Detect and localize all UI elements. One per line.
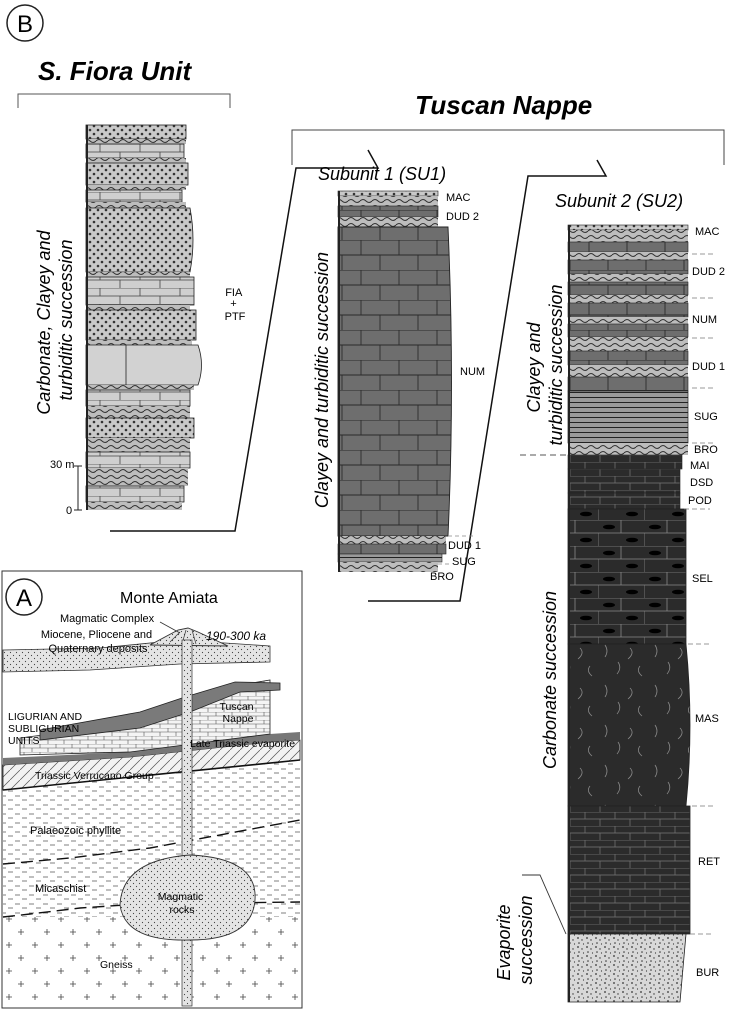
sfiora-column [85, 124, 202, 510]
su2-label-sel: SEL [692, 573, 713, 585]
su1-label-mac: MAC [446, 192, 471, 204]
su2-label-sug: SUG [694, 411, 718, 423]
magmatic-rocks-body [119, 854, 256, 941]
ligurian-line1: LIGURIAN AND [8, 711, 83, 723]
su1-label-num: NUM [460, 366, 485, 378]
label-ligurian: LIGURIAN AND SUBLIGURIAN UNITS [8, 711, 85, 747]
deposits-line2: Quaternary deposits [48, 643, 148, 655]
tuscan-line2: Nappe [223, 713, 254, 725]
sfiora-title: S. Fiora Unit [38, 56, 192, 86]
su1-side-label: Clayey and turbiditic succession [312, 252, 332, 508]
su2-evaporite-leader [522, 874, 567, 935]
deposits-line1: Miocene, Pliocene and [41, 629, 152, 641]
panel-b: B S. Fiora Unit Carbonate, Clayey and tu… [6, 4, 725, 1003]
tuscan-line1: Tuscan [220, 701, 254, 713]
su2-label-num: NUM [692, 314, 717, 326]
su1-column [337, 190, 452, 572]
su2-evaporite-line1: Evaporite [494, 904, 514, 980]
label-tuscan: Tuscan Nappe [220, 701, 257, 725]
label-phyllite: Palaeozoic phyllite [30, 825, 121, 837]
label-gneiss: Gneiss [100, 959, 133, 971]
correlation-line-sfiora-su1 [110, 149, 380, 532]
su2-label-mas: MAS [695, 713, 719, 725]
sfiora-formation-label: FIA + PTF [225, 287, 246, 323]
su2-column [567, 224, 691, 1003]
ligurian-line2: SUBLIGURIAN [8, 723, 79, 735]
evaporite-layer [3, 732, 300, 765]
label-evaporite: Late Triassic evaporite [190, 738, 295, 750]
sfiora-ptf: PTF [225, 311, 246, 323]
sfiora-plus: + [230, 298, 236, 310]
sfiora-bracket [17, 93, 231, 108]
su2-label-bur: BUR [696, 967, 719, 979]
su2-title: Subunit 2 (SU2) [555, 191, 683, 211]
scale-top-label: 30 m [50, 459, 74, 471]
sfiora-side-line2: turbiditic succession [56, 239, 76, 400]
tuscan-nappe-bracket [291, 129, 725, 165]
ligurian-units-layer [39, 681, 281, 741]
label-deposits: Miocene, Pliocene and Quaternary deposit… [41, 629, 155, 655]
su1-label-dud1: DUD 1 [448, 540, 481, 552]
sfiora-side-label: Carbonate, Clayey and turbiditic success… [34, 225, 76, 414]
su2-clayey-line1: Clayey and [524, 321, 544, 412]
su2-label-dsd: DSD [690, 477, 713, 489]
scale-bottom-label: 0 [66, 505, 72, 517]
su1-label-dud2: DUD 2 [446, 211, 479, 223]
su1-label-bro: BRO [430, 571, 454, 583]
panel-a-letter: A [16, 585, 32, 612]
magmatic-complex-leader [159, 621, 181, 634]
phyllite-layer [3, 760, 300, 860]
su1-title: Subunit 1 (SU1) [318, 164, 446, 184]
volcano-cone [149, 627, 229, 647]
magma-conduit [181, 639, 193, 1007]
magmatic-rocks-line1: Magmatic [158, 891, 204, 903]
sfiora-fia: FIA [225, 287, 243, 299]
su2-label-pod: POD [688, 495, 712, 507]
su2-label-bro: BRO [694, 444, 718, 456]
sfiora-side-line1: Carbonate, Clayey and [34, 229, 54, 414]
su2-evaporite-line2: succession [516, 895, 536, 984]
panel-b-letter: B [17, 11, 33, 38]
su2-clayey-label: Clayey and turbiditic succession [524, 284, 566, 445]
label-micaschist: Micaschist [35, 883, 86, 895]
panel-b-badge [6, 4, 44, 42]
verrucano-base-line [2, 759, 301, 791]
ligurian-line3: UNITS [8, 735, 40, 747]
su2-label-mac: MAC [695, 226, 720, 238]
su2-carbonate-label: Carbonate succession [540, 591, 560, 769]
correlation-line-su1-su2 [368, 159, 608, 602]
deposits-layer [2, 639, 271, 673]
magmatic-rocks-line2: rocks [169, 904, 194, 916]
label-magmatic-rocks: Magmatic rocks [158, 891, 206, 916]
su1-tick-lines [438, 535, 474, 565]
su2-label-dud1: DUD 1 [692, 361, 725, 373]
su2-evaporite-label: Evaporite succession [494, 895, 536, 984]
phyllite-micaschist-boundary [2, 819, 301, 865]
su2-label-ret: RET [698, 856, 720, 868]
su2-label-dud2: DUD 2 [692, 266, 725, 278]
label-magmatic-complex: Magmatic Complex [60, 613, 155, 625]
panel-a-badge [5, 578, 43, 616]
panel-a-title: Monte Amiata [120, 590, 218, 607]
su2-boundary-ticks [684, 253, 714, 935]
panel-a: A Monte Amiata Magmatic Complex Miocene,… [1, 570, 303, 1009]
label-verrucano: Triassic Verrucano Group [35, 770, 154, 782]
su2-clayey-line2: turbiditic succession [546, 284, 566, 445]
sfiora-scale: 30 m 0 [50, 459, 82, 517]
label-age: 190-300 ka [206, 629, 266, 643]
su2-label-mai: MAI [690, 460, 710, 472]
su1-label-sug: SUG [452, 556, 476, 568]
tuscan-nappe-title: Tuscan Nappe [415, 90, 592, 120]
